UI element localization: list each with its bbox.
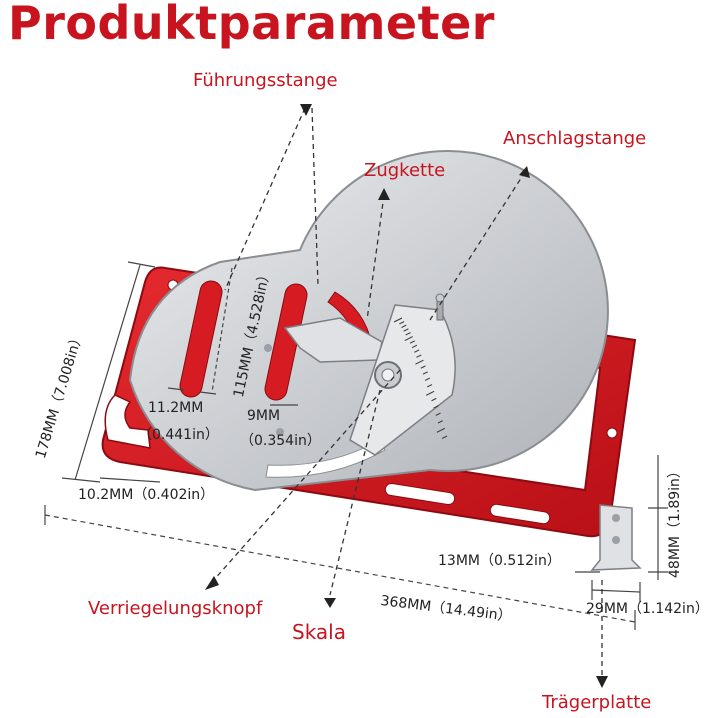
label-skala: Skala (292, 620, 346, 644)
carrier-plate (590, 504, 642, 571)
dim-9-in: （0.354in） (240, 433, 321, 449)
callout-leaders (211, 107, 603, 678)
label-traegerplatte: Trägerplatte (542, 692, 652, 713)
scale-tick (404, 336, 413, 342)
scale-tick (424, 377, 431, 381)
dimension-lines (44, 261, 668, 630)
scale-tick (431, 397, 437, 402)
scale-tick (409, 340, 416, 344)
scale-tick (414, 349, 420, 353)
scale-tick (403, 328, 409, 332)
dim-9: 9MM (247, 408, 281, 424)
scale-tick (399, 321, 405, 325)
dim-13: 13MM（0.512in） (438, 553, 561, 569)
scale-tick (420, 365, 426, 369)
steel-disc (128, 150, 609, 492)
label-verriegelungsknopf: Verriegelungsknopf (88, 598, 263, 619)
scale-tick (436, 427, 446, 433)
scale-tick (422, 371, 428, 375)
dim-48: 48MM（1.89in） (667, 464, 683, 578)
scale-tick (426, 384, 433, 388)
scale-tick (433, 405, 439, 409)
scale-tick (415, 359, 424, 365)
scale-tick (393, 317, 403, 323)
dim-29: 29MM（1.142in） (586, 601, 709, 617)
label-anschlagstange: Anschlagstange (503, 128, 647, 149)
dim-11-2-in: （0.441in） (138, 427, 219, 443)
scale-tick (435, 412, 441, 416)
scale-tick (441, 435, 448, 439)
label-zugkette: Zugkette (364, 160, 446, 181)
dim-11-2: 11.2MM (148, 400, 204, 416)
scale-tick (425, 390, 435, 396)
page-title: Produktparameter (8, 0, 495, 50)
angle-scale (349, 293, 456, 456)
dim-10-2: 10.2MM（0.402in） (78, 487, 215, 503)
scale-tick (437, 420, 443, 424)
label-fuehrungsstange: Führungsstange (193, 70, 338, 91)
scale-tick (411, 344, 418, 349)
scale-tick (405, 332, 411, 336)
scale-tick (416, 354, 422, 358)
scale-tick (401, 324, 407, 328)
callout-arrowheads (205, 104, 608, 688)
